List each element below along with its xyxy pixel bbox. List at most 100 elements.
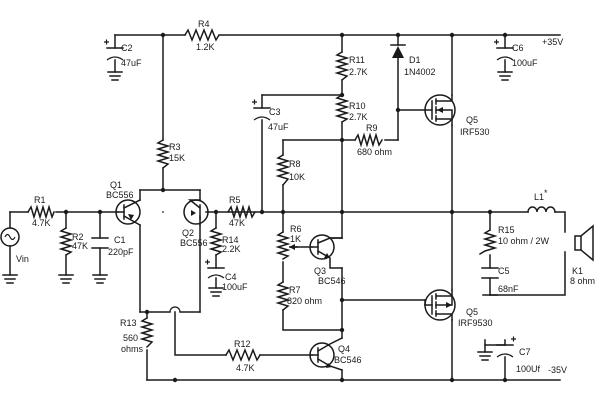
capacitors: [91, 39, 516, 358]
resistor-r13: [139, 316, 155, 349]
resistor-r12: [224, 347, 262, 363]
diode-d1: [390, 44, 406, 58]
label-q3: Q3: [314, 266, 326, 276]
label-k1: K1: [572, 266, 583, 276]
label-d1-value: 1N4002: [404, 67, 436, 77]
label-l1: L1: [534, 192, 544, 202]
label-q3-value: BC546: [318, 276, 346, 286]
label-r14: R14: [222, 235, 239, 245]
capacitor-c1: [91, 237, 109, 249]
resistor-r7: [275, 280, 291, 312]
resistor-r6: [275, 230, 291, 261]
label-r11-value: 2.7K: [349, 67, 368, 77]
junctions: [63, 32, 508, 383]
ground-vin: [2, 274, 18, 284]
label-r8: R8: [289, 159, 301, 169]
resistor-r2: [58, 226, 74, 257]
resistor-r11: [334, 50, 350, 82]
label-q2-value: BC556: [180, 238, 208, 248]
speaker-k1: [574, 224, 594, 262]
label-c2: C2: [121, 43, 133, 53]
label-r10-value: 2.7K: [349, 112, 368, 122]
label-q4-value: BC546: [334, 355, 362, 365]
label-c2-value: 47uF: [121, 58, 142, 68]
label-c4: C4: [225, 272, 237, 282]
label-r2-value: 47K: [72, 241, 88, 251]
label-r7-value: 820 ohm: [287, 296, 322, 306]
label-r3: R3: [169, 142, 181, 152]
label-c5-value: 68nF: [498, 284, 519, 294]
capacitor-c3: [252, 99, 271, 121]
label-c7: C7: [519, 347, 531, 357]
label-q2: Q2: [182, 228, 194, 238]
label-c6: C6: [512, 43, 524, 53]
label-q5-top: Q5: [466, 115, 478, 125]
label-c1-value: 220pF: [108, 247, 134, 257]
label-r1: R1: [34, 195, 46, 205]
label-r8-value: 10K: [289, 172, 305, 182]
resistors: [26, 27, 498, 363]
label-vplus: +35V: [542, 37, 563, 47]
resistor-r8: [275, 153, 291, 187]
capacitor-c4: [205, 259, 225, 279]
resistor-r5: [226, 204, 257, 220]
label-r11: R11: [349, 55, 365, 65]
label-c7-value: 100Uf: [516, 364, 541, 374]
label-r15-value: 10 ohm / 2W: [498, 236, 550, 246]
label-q5-bottom: Q5: [466, 307, 478, 317]
labels: R4 1.2K C2 47uF R11 2.7K D1 1N4002 C6 10…: [16, 19, 595, 375]
label-q5-top-value: IRF530: [460, 127, 490, 137]
label-r12: R12: [234, 339, 251, 349]
label-c4-value: 100uF: [222, 282, 248, 292]
label-q1-value: BC556: [106, 190, 134, 200]
label-q5-bottom-value: IRF9530: [458, 318, 493, 328]
label-l1-star: *: [544, 188, 548, 198]
resistor-r10: [334, 93, 350, 124]
resistor-r9: [353, 132, 384, 148]
resistor-r1: [26, 204, 55, 220]
label-c1: C1: [114, 235, 126, 245]
transistor-q1: [115, 198, 142, 227]
label-r14-value: 2.2K: [222, 244, 241, 254]
capacitor-c7: [496, 336, 516, 358]
mosfet-q5-bottom: [424, 289, 456, 321]
label-r5: R5: [229, 195, 241, 205]
label-r4-value: 1.2K: [196, 42, 215, 52]
ground-c2: [107, 71, 123, 81]
label-vminus: -35V: [548, 365, 567, 375]
capacitor-c6: [494, 39, 514, 61]
input-source-vin: [0, 227, 20, 247]
transistor-q3: [309, 234, 343, 269]
capacitor-c2: [104, 39, 124, 61]
label-c3: C3: [269, 107, 281, 117]
resistor-r15: [478, 228, 498, 256]
label-r9-value: 680 ohm: [357, 147, 392, 157]
resistor-r14: [208, 226, 224, 257]
transistor-q4: [309, 336, 344, 371]
label-r9: R9: [366, 123, 378, 133]
label-c3-value: 47uF: [268, 122, 289, 132]
transistor-q2: [183, 199, 217, 226]
grounds: [2, 71, 513, 361]
resistor-r4: [183, 27, 221, 43]
label-r13-value-line2: ohms: [121, 344, 144, 354]
label-r15: R15: [498, 225, 515, 235]
capacitor-c5: [481, 267, 499, 279]
label-r12-value: 4.7K: [236, 363, 255, 373]
label-vin: Vin: [16, 254, 29, 264]
ground-c7: [477, 351, 493, 361]
label-k1-value: 8 ohm: [570, 276, 595, 286]
ground-c6: [497, 71, 513, 81]
label-q4: Q4: [338, 344, 350, 354]
label-r13: R13: [120, 318, 137, 328]
label-r4: R4: [198, 19, 210, 29]
label-r7: R7: [289, 285, 301, 295]
label-r3-value: 15K: [169, 153, 185, 163]
ground-r2: [58, 274, 74, 284]
ground-c4: [208, 287, 224, 297]
label-r6: R6: [290, 224, 302, 234]
resistor-r3: [155, 138, 171, 170]
mosfet-q5-top: [424, 94, 456, 126]
label-d1: D1: [409, 55, 421, 65]
